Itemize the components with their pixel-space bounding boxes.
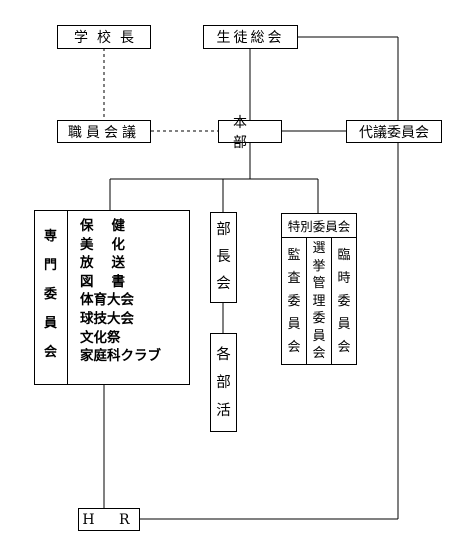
tokubetsu-char: 臨: [337, 248, 351, 263]
headquarters-label: 本部: [233, 114, 261, 151]
senmon-item: 放送: [80, 255, 143, 272]
tokubetsu-char: 員: [337, 317, 351, 332]
tokubetsu-char: 委: [337, 294, 351, 309]
senmon-item: 美化: [80, 236, 143, 253]
kakubukatsu-label: 各部活: [216, 341, 231, 425]
senmon-item: 図書: [80, 273, 143, 290]
headquarters-box: 本部: [218, 115, 282, 151]
kakubukatsu-char: 活: [216, 402, 231, 419]
buchokai-char: 部: [216, 222, 231, 238]
buchokai-char: 長: [216, 249, 231, 265]
senmon-item: 保健: [80, 218, 143, 234]
senmon-char: 会: [43, 345, 57, 360]
staff-meeting-box: 職員会議: [57, 120, 151, 143]
senmon-committee-label: 専門委員会: [34, 222, 67, 367]
buchokai-char: 会: [216, 276, 231, 292]
tokubetsu-char: 査: [287, 271, 301, 286]
senmon-items-list: 保健美化放送図書体育大会球技大会文化祭家庭科クラブ: [80, 217, 161, 366]
tokubetsu-char: 会: [312, 346, 326, 362]
representative-committee-label: 代議委員会: [359, 124, 429, 141]
senmon-item: 球技大会: [80, 310, 134, 327]
representative-committee-box: 代議委員会: [346, 120, 442, 143]
tokubetsu-char: 時: [337, 271, 351, 286]
tokubetsu-char: 理: [312, 293, 326, 309]
principal-label: 学校長: [74, 30, 143, 46]
tokubetsu-char: 委: [312, 311, 326, 327]
tokubetsu-column: 選挙管理委員会: [307, 238, 332, 365]
tokubetsu-title-cell: 特別委員会: [282, 214, 356, 238]
student-council-box: 生徒総会: [203, 25, 298, 49]
senmon-char: 専: [43, 229, 57, 244]
hr-box: H R: [78, 508, 140, 531]
senmon-char: 委: [43, 287, 57, 302]
buchokai-box: 部長会: [210, 212, 237, 303]
senmon-divider: [67, 210, 68, 385]
principal-box: 学校長: [57, 25, 151, 49]
tokubetsu-char: 管: [312, 276, 326, 292]
tokubetsu-char: 会: [287, 340, 301, 355]
senmon-item: 文化祭: [80, 329, 121, 346]
tokubetsu-char: 委: [287, 294, 301, 309]
tokubetsu-committee-box: 特別委員会 監査委員会選挙管理委員会臨時委員会: [281, 213, 357, 365]
senmon-item: 体育大会: [80, 292, 134, 309]
tokubetsu-char: 会: [337, 340, 351, 355]
tokubetsu-column: 監査委員会: [282, 238, 307, 365]
kakubukatsu-char: 各: [216, 346, 231, 363]
tokubetsu-char: 員: [287, 317, 301, 332]
tokubetsu-title: 特別委員会: [287, 219, 351, 234]
tokubetsu-char: 挙: [312, 258, 326, 274]
senmon-committee-box: [34, 210, 190, 385]
tokubetsu-char: 監: [287, 248, 301, 263]
tokubetsu-columns: 監査委員会選挙管理委員会臨時委員会: [282, 238, 356, 365]
hr-label: H R: [82, 511, 136, 528]
kakubukatsu-char: 部: [216, 374, 231, 391]
tokubetsu-column: 臨時委員会: [332, 238, 356, 365]
senmon-item: 家庭科クラブ: [80, 348, 161, 365]
kakubukatsu-box: 各部活: [210, 333, 237, 432]
senmon-char: 門: [43, 258, 57, 273]
tokubetsu-char: 選: [312, 241, 326, 257]
buchokai-label: 部長会: [216, 217, 231, 298]
staff-meeting-label: 職員会議: [68, 124, 140, 141]
student-council-label: 生徒総会: [216, 30, 285, 46]
senmon-char: 員: [43, 316, 57, 331]
tokubetsu-char: 員: [312, 328, 326, 344]
